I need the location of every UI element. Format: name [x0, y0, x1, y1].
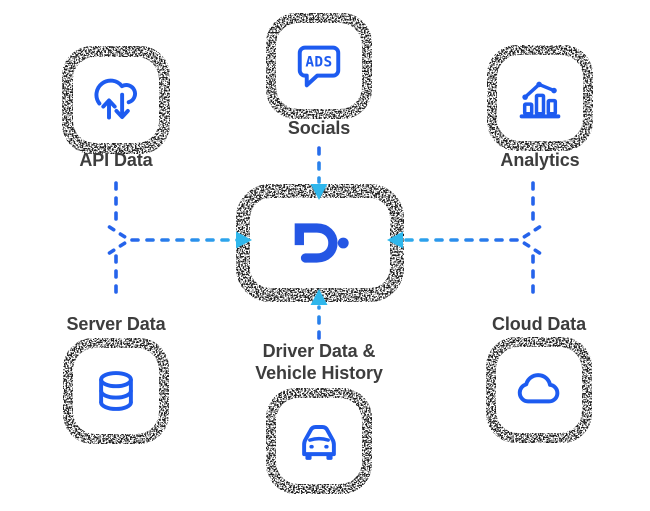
driver-data-label-line2: Vehicle History	[255, 363, 383, 383]
cloud-upload-download-icon	[94, 78, 137, 120]
analytics-card	[497, 55, 583, 141]
cloud-icon	[517, 373, 560, 404]
driver-data-card	[276, 398, 362, 484]
ads-chat-bubble-icon: ADS	[297, 45, 341, 88]
server-data-label: Server Data	[66, 314, 166, 334]
api-data-label: API Data	[79, 150, 153, 170]
d-dot-logo	[294, 223, 349, 263]
bottom-arrowhead-icon	[310, 289, 328, 305]
cloud-data-label: Cloud Data	[491, 314, 586, 334]
ads-icon-text: ADS	[305, 54, 332, 70]
left-junction-lower	[107, 239, 130, 255]
car-icon	[302, 425, 336, 460]
bar-line-chart-icon	[519, 81, 561, 119]
socials-card: ADS	[276, 23, 362, 109]
cloud-data-card	[496, 347, 582, 433]
left-junction-upper	[107, 225, 130, 241]
socials-label: Socials	[287, 118, 351, 138]
analytics-label: Analytics	[500, 150, 580, 170]
api-data-card	[73, 57, 159, 143]
driver-data-label: Driver Data & Vehicle History	[219, 340, 419, 384]
database-icon	[99, 371, 133, 411]
driver-data-label-line1: Driver Data &	[262, 341, 376, 361]
server-data-card	[73, 348, 159, 434]
hub-card	[250, 198, 390, 288]
right-junction-lower	[519, 239, 542, 255]
right-junction-upper	[519, 225, 542, 241]
